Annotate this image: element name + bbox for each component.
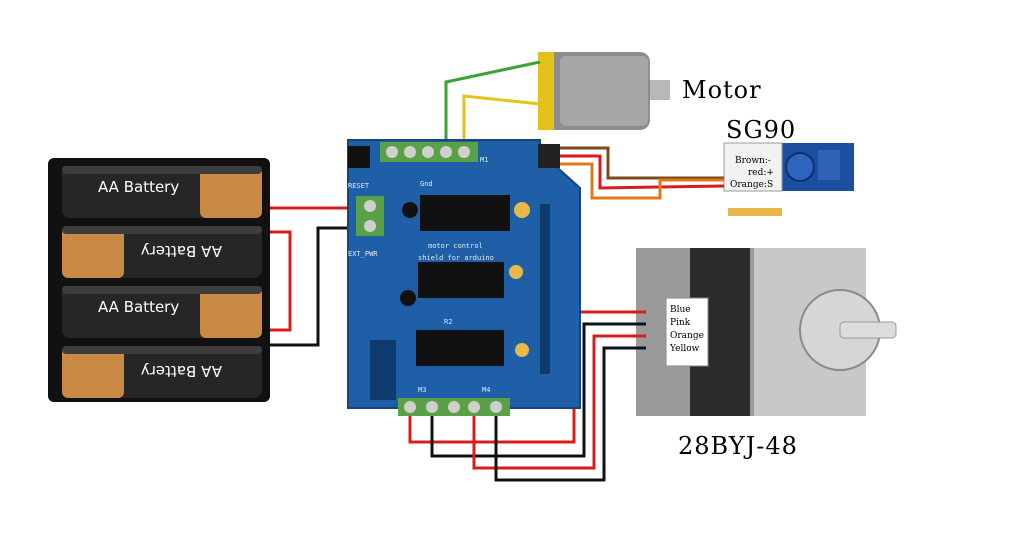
stepper-motor: Blue Pink Orange Yellow 28BYJ-48 xyxy=(636,248,897,460)
battery-wires xyxy=(270,206,362,347)
battery-4-label: AA Battery xyxy=(141,362,222,380)
pcb-reset-label: RESET xyxy=(348,182,370,190)
battery-2-label: AA Battery xyxy=(141,242,222,260)
pcb-r2-label: R2 xyxy=(444,318,452,326)
pcb-line2: shield for arduino xyxy=(418,254,494,262)
servo-pin-red: red:+ xyxy=(748,168,774,178)
stepper-label: 28BYJ-48 xyxy=(678,432,798,460)
battery-3: AA Battery xyxy=(62,286,262,338)
servo-header xyxy=(538,144,560,168)
stepper-pin-yellow: Yellow xyxy=(669,344,700,354)
pcb-m3-label: M3 xyxy=(418,386,426,394)
sg90-servo: SG90 Brown:- red:+ Orange:S xyxy=(723,116,854,216)
battery-2: AA Battery xyxy=(62,226,262,278)
ic-l293d-1 xyxy=(420,195,510,231)
stepper-pin-pink: Pink xyxy=(670,318,691,328)
stepper-pin-orange: Orange xyxy=(670,331,704,341)
battery-1-label: AA Battery xyxy=(98,178,179,196)
header-pins-right xyxy=(540,204,550,374)
servo-pin-brown: Brown:- xyxy=(735,156,771,166)
ic-74hc595 xyxy=(416,330,504,366)
servo-wires xyxy=(540,146,725,200)
pcb-extpwr-label: EXT_PWR xyxy=(348,250,378,258)
dc-motor: Motor xyxy=(444,52,762,146)
pcb-gnd-label: Gnd xyxy=(420,180,433,188)
motor-shield-pcb: RESET EXT_PWR M1 Gnd motor control shiel… xyxy=(347,139,581,416)
battery-pack: AA Battery AA Battery AA Battery AA Batt… xyxy=(48,158,270,402)
servo-label: SG90 xyxy=(726,116,796,144)
header-pins-left xyxy=(370,340,396,400)
ic-l293d-2 xyxy=(418,262,504,298)
battery-3-label: AA Battery xyxy=(98,298,179,316)
pcb-line1: motor control xyxy=(428,242,483,250)
reset-button xyxy=(348,146,370,168)
stepper-wires xyxy=(408,310,646,482)
servo-pin-orange: Orange:S xyxy=(730,180,773,190)
stepper-pin-blue: Blue xyxy=(670,305,691,315)
battery-4: AA Battery xyxy=(62,346,262,398)
battery-1: AA Battery xyxy=(62,166,262,218)
battery-holder xyxy=(48,158,270,402)
pcb-m4-label: M4 xyxy=(482,386,490,394)
motor-label: Motor xyxy=(682,76,762,104)
pcb-m1-label: M1 xyxy=(480,156,488,164)
